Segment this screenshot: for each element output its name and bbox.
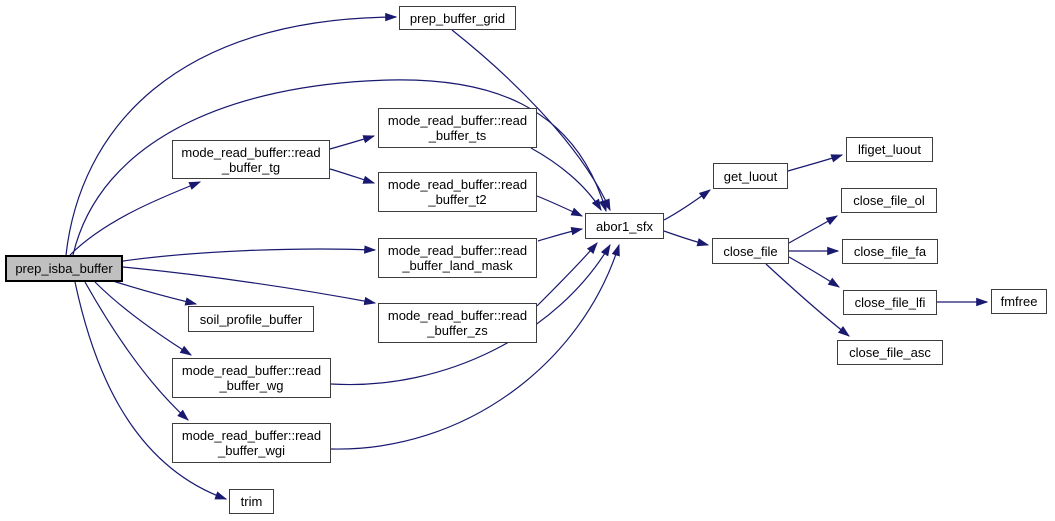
node-label: trim [240,494,263,509]
edge-get_luout-to-lfiget_luout [787,154,844,172]
node-read_buffer_tg[interactable]: mode_read_buffer::read _buffer_tg [172,140,330,179]
edge-prep_isba_buffer-to-abor1_sfx [72,79,607,256]
node-read_buffer_t2[interactable]: mode_read_buffer::read _buffer_t2 [378,172,537,212]
edge-abor1_sfx-to-get_luout [663,189,711,221]
edge-read_buffer_zs-to-abor1_sfx [536,242,598,307]
edge-read_buffer_tg-to-read_buffer_ts [329,135,376,150]
node-label: mode_read_buffer::read _buffer_tg [181,144,321,175]
node-close_file_ol[interactable]: close_file_ol [841,188,937,213]
node-label: close_file_fa [853,244,927,259]
node-read_buffer_zs[interactable]: mode_read_buffer::read _buffer_zs [378,303,537,343]
edge-prep_isba_buffer-to-read_buffer_tg [69,181,202,256]
node-close_file_fa[interactable]: close_file_fa [842,239,938,264]
edge-read_buffer_tg-to-read_buffer_t2 [329,168,376,184]
node-read_buffer_ts[interactable]: mode_read_buffer::read _buffer_ts [378,108,537,148]
edge-read_buffer_ts-to-abor1_sfx [530,147,602,212]
edge-prep_isba_buffer-to-trim [74,281,228,500]
node-label: mode_read_buffer::read _buffer_zs [387,308,528,338]
node-trim[interactable]: trim [229,489,274,514]
node-read_buffer_land_mask[interactable]: mode_read_buffer::read _buffer_land_mask [378,238,537,278]
node-label: mode_read_buffer::read _buffer_land_mask [387,243,528,273]
node-prep_isba_buffer: prep_isba_buffer [5,255,123,282]
node-label: close_file [723,243,778,259]
node-label: get_luout [723,168,778,184]
node-prep_buffer_grid[interactable]: prep_buffer_grid [399,6,516,30]
edge-prep_isba_buffer-to-read_buffer_wg [94,281,193,356]
edge-read_buffer_t2-to-abor1_sfx [536,195,584,217]
edge-prep_isba_buffer-to-prep_buffer_grid [65,12,398,256]
node-fmfree[interactable]: fmfree [991,289,1047,314]
node-soil_profile_buffer[interactable]: soil_profile_buffer [188,306,314,332]
node-read_buffer_wg[interactable]: mode_read_buffer::read _buffer_wg [172,358,331,398]
node-lfiget_luout[interactable]: lfiget_luout [846,137,933,162]
node-get_luout[interactable]: get_luout [713,163,788,189]
edge-read_buffer_wgi-to-abor1_sfx [330,243,620,450]
node-label: lfiget_luout [858,142,921,157]
edge-prep_isba_buffer-to-read_buffer_land_mask [122,245,377,262]
node-label: soil_profile_buffer [199,311,303,327]
edge-abor1_sfx-to-close_file [663,230,710,247]
edge-close_file-to-close_file_lfi [788,256,841,288]
node-label: close_file_ol [853,193,925,208]
node-label: close_file_asc [849,345,931,360]
node-label: abor1_sfx [595,218,654,234]
node-label: mode_read_buffer::read _buffer_wgi [181,428,322,458]
edge-read_buffer_wg-to-abor1_sfx [330,243,611,386]
edge-prep_isba_buffer-to-read_buffer_zs [122,266,377,306]
edge-prep_isba_buffer-to-soil_profile_buffer [112,280,198,306]
node-label: close_file_lfi [854,295,926,310]
edge-read_buffer_land_mask-to-abor1_sfx [537,227,584,242]
node-label: mode_read_buffer::read _buffer_ts [387,113,528,143]
node-close_file_asc[interactable]: close_file_asc [837,340,943,365]
node-label: mode_read_buffer::read _buffer_t2 [387,177,528,207]
node-label: fmfree [1000,294,1038,309]
edge-close_file-to-close_file_asc [765,263,850,337]
node-close_file[interactable]: close_file [712,238,789,264]
edge-close_file-to-close_file_ol [788,215,839,244]
node-read_buffer_wgi[interactable]: mode_read_buffer::read _buffer_wgi [172,423,331,463]
edge-prep_isba_buffer-to-read_buffer_wgi [84,281,189,421]
node-close_file_lfi[interactable]: close_file_lfi [843,290,937,315]
node-label: prep_isba_buffer [15,261,113,276]
node-label: prep_buffer_grid [409,10,506,26]
node-abor1_sfx[interactable]: abor1_sfx [585,213,664,239]
node-label: mode_read_buffer::read _buffer_wg [181,363,322,393]
edge-prep_buffer_grid-to-abor1_sfx [451,29,611,212]
